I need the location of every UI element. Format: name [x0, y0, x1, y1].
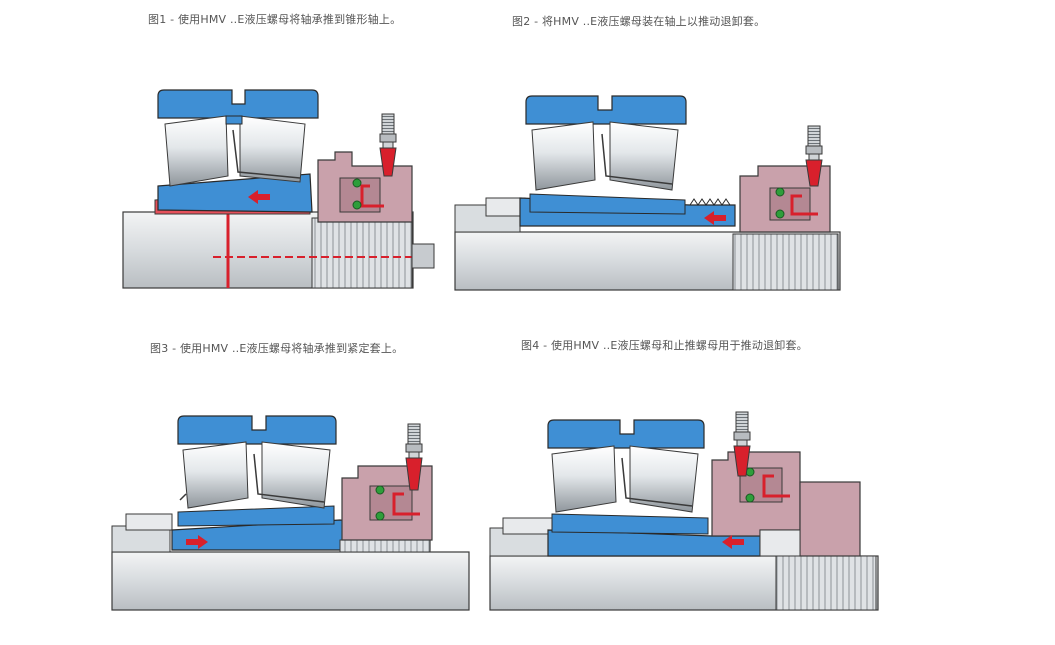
figure-2-diagram — [454, 95, 841, 291]
figure-2-caption: 图2 - 将HMV ..E液压螺母装在轴上以推动退卸套。 — [512, 15, 766, 28]
figure-1-caption: 图1 - 使用HMV ..E液压螺母将轴承推到锥形轴上。 — [148, 13, 402, 26]
figure-1-diagram — [122, 89, 435, 289]
figure-4-diagram — [489, 411, 879, 611]
figure-3-caption: 图3 - 使用HMV ..E液压螺母将轴承推到紧定套上。 — [150, 342, 404, 355]
figure-3-diagram — [111, 415, 470, 611]
figure-4-caption: 图4 - 使用HMV ..E液压螺母和止推螺母用于推动退卸套。 — [521, 339, 808, 352]
